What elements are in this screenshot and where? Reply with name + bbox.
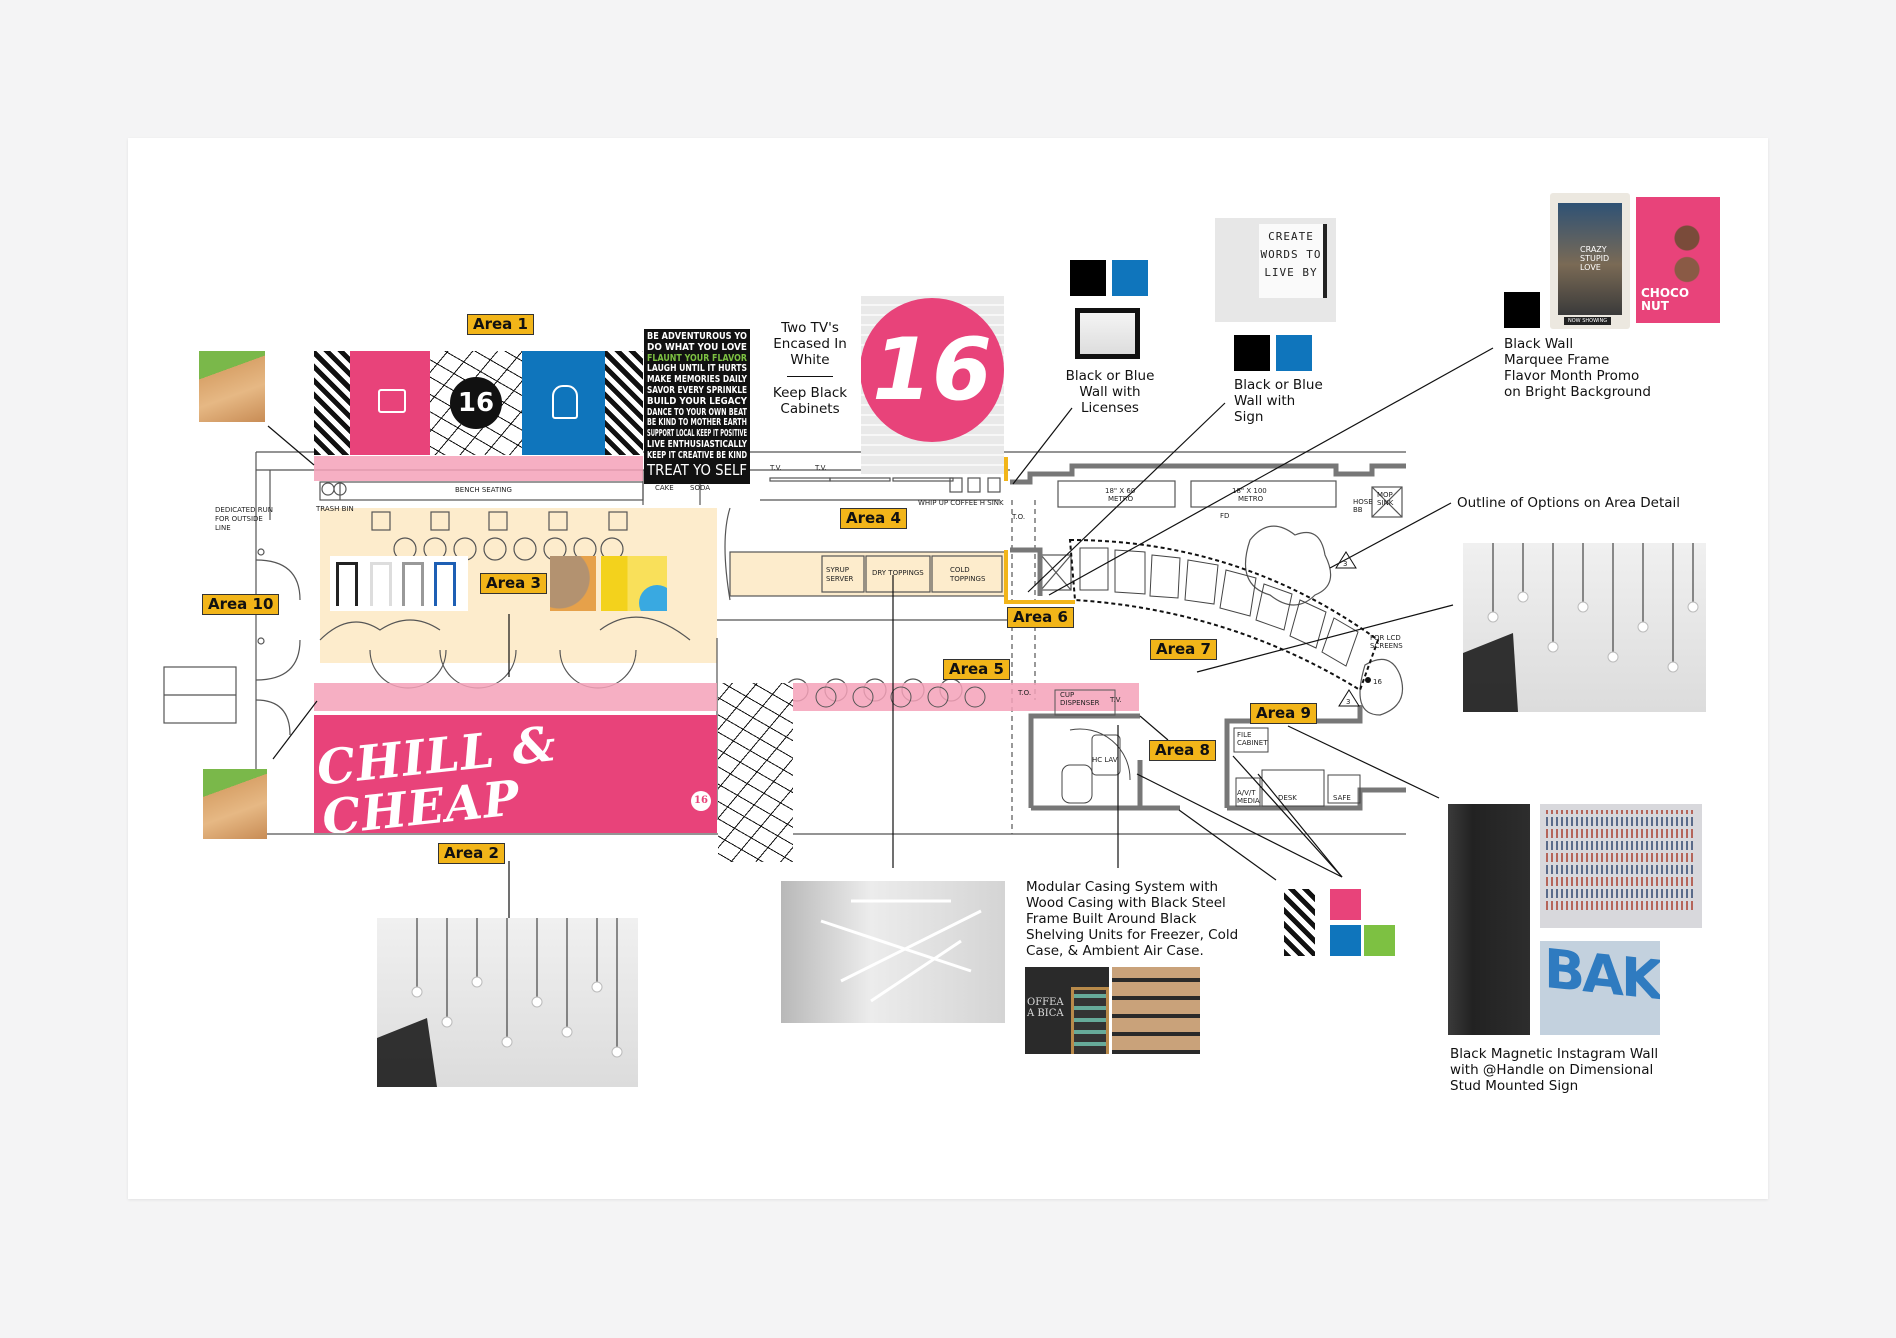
license-frame-image <box>1075 308 1140 359</box>
green-swatch <box>1364 925 1395 956</box>
cake-icon <box>378 389 406 413</box>
quote-line: SUPPORT LOCAL KEEP IT POSITIVE <box>647 428 748 440</box>
pendant-bulbs <box>377 918 623 1087</box>
zigzag-swatch <box>1284 889 1315 956</box>
logo-16-small: 16 <box>691 791 711 811</box>
confetti-pattern-panel <box>718 683 793 862</box>
area-4-label: Area 4 <box>840 508 907 529</box>
chairs-image <box>330 556 468 611</box>
light-bars <box>820 899 982 1003</box>
quote-line: KEEP IT CREATIVE BE KIND <box>647 449 748 461</box>
confetti-logo-panel: 16 <box>430 351 522 455</box>
outline-caption: Outline of Options on Area Detail <box>1457 495 1681 511</box>
quote-line: MAKE MEMORIES DAILY <box>647 374 747 386</box>
quote-line: DANCE TO YOUR OWN BEAT <box>647 406 747 418</box>
area-10-label: Area 10 <box>202 594 280 615</box>
area-7-label: Area 7 <box>1150 639 1217 660</box>
magnetic-wall-image <box>1448 804 1530 1035</box>
baked-sign-image: BAKED <box>1540 941 1660 1035</box>
pink-cake-panel <box>350 351 430 455</box>
terrazzo-table-image <box>550 556 596 611</box>
wood-sample-image <box>203 769 267 839</box>
pendant-bulbs <box>1463 543 1699 712</box>
ice-cream-icon <box>552 385 578 419</box>
logo-16-large: 16 <box>861 298 1004 442</box>
black-swatch <box>1504 292 1540 328</box>
pendant-lights-image <box>1463 543 1706 712</box>
logo-16-badge: 16 <box>450 377 502 429</box>
zigzag-pattern-panel <box>314 351 350 455</box>
photo-wall-image <box>1540 804 1702 928</box>
quote-line: DO WHAT YOU LOVE <box>647 341 747 353</box>
blue-icecream-panel <box>522 351 605 455</box>
retail-shelving-image <box>1112 967 1200 1054</box>
quote-line: BE KIND TO MOTHER EARTH <box>647 417 747 429</box>
area-1-label: Area 1 <box>467 314 534 335</box>
quote-line: FLAUNT YOUR FLAVOR <box>647 352 747 364</box>
blue-swatch <box>1112 260 1148 296</box>
area-6-label: Area 6 <box>1007 607 1074 628</box>
area-9-label: Area 9 <box>1250 703 1317 724</box>
wood-sample-image <box>199 351 265 422</box>
quote-line: BE ADVENTUROUS YO <box>647 331 747 342</box>
yellow-booth-image <box>601 556 667 611</box>
area-5-label: Area 5 <box>943 659 1010 680</box>
quote-line-treat-yo-self: TREAT YO SELF <box>647 460 748 479</box>
quote-line: LIVE ENTHUSIASTICALLY <box>647 438 748 450</box>
quote-line: SAVOR EVERY SPRINKLE <box>647 384 748 396</box>
black-swatch <box>1070 260 1106 296</box>
blue-swatch <box>1330 925 1361 956</box>
zigzag-pattern-panel <box>605 351 643 455</box>
area-2-label: Area 2 <box>438 843 505 864</box>
quote-line: LAUGH UNTIL IT HURTS <box>647 363 748 375</box>
brick-wall-logo: 16 <box>861 296 1004 474</box>
pendant-lights-image <box>377 918 638 1087</box>
area-8-label: Area 8 <box>1149 740 1216 761</box>
quote-poster: BE ADVENTUROUS YO DO WHAT YOU LOVE FLAUN… <box>644 329 750 484</box>
area-3-label: Area 3 <box>480 573 547 594</box>
chill-pills-banner: CHILL & CHEAPPILLS THRILLS 16 <box>314 715 717 833</box>
linear-lights-image <box>781 881 1005 1023</box>
pink-swatch <box>1330 889 1361 920</box>
black-swatch <box>1234 335 1270 371</box>
blue-swatch <box>1276 335 1312 371</box>
quote-line: BUILD YOUR LEGACY <box>647 395 747 407</box>
